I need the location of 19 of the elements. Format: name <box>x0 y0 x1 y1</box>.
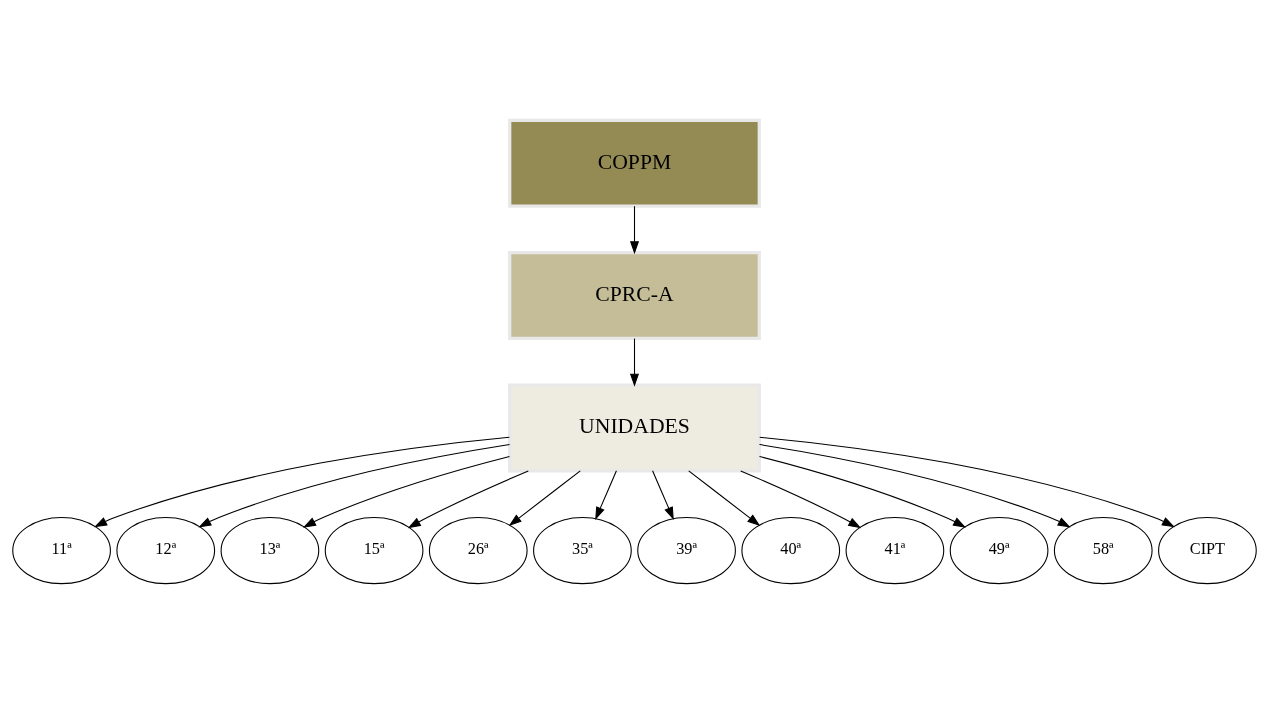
arrow <box>407 470 529 529</box>
arrow <box>740 470 862 529</box>
node-ellipse: 39ª <box>637 516 736 585</box>
arrow <box>94 436 510 528</box>
arrow <box>759 436 1175 528</box>
arrow <box>302 455 511 528</box>
node-box: UNIDADES <box>508 383 761 473</box>
arrow <box>595 470 617 520</box>
node-box: COPPM <box>508 118 761 208</box>
arrow <box>629 205 640 255</box>
node-ellipse: 35ª <box>533 516 632 585</box>
arrow <box>198 444 511 528</box>
arrow <box>688 470 761 526</box>
arrow <box>652 470 674 520</box>
arrow <box>629 338 640 387</box>
arrow <box>508 470 581 526</box>
arrow <box>758 455 967 528</box>
arrow <box>758 444 1071 528</box>
node-box: CPRC-A <box>508 251 761 341</box>
